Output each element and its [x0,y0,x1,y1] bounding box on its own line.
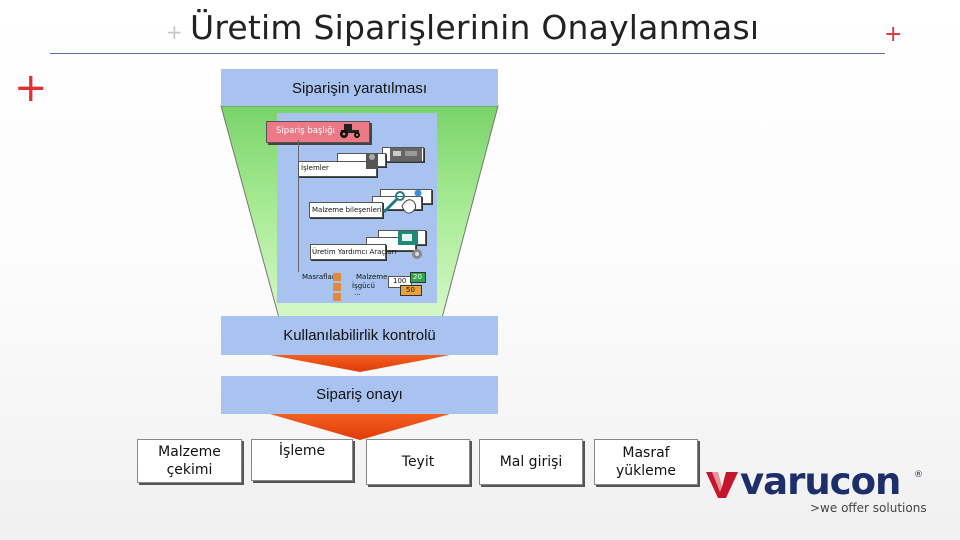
machine-icon [366,148,422,169]
step-goods-receipt: Mal girişi [479,439,583,485]
tractor-icon [340,124,360,138]
corner-plus-icon: + [884,22,903,47]
prt-card [310,244,386,260]
title-plus-icon: + [166,20,183,44]
stage-availability-check: Kullanılabilirlik kontrolü [221,316,498,355]
varucon-logo-mark-icon [706,472,738,498]
stage-order-creation: Siparişin yaratılması [221,69,498,106]
cost-labor-label: İşgücü [352,282,375,290]
logo-tagline: >we offer solutions [810,501,927,515]
tools-icon [382,189,422,214]
order-header-label: Sipariş başlığı [276,126,335,136]
cost-material-label: Malzeme [356,273,388,281]
components-card [309,202,383,218]
step-goods-issue: Malzeme çekimi [137,439,242,483]
cost-bar-green [410,272,426,283]
arrow-down-icon [270,355,450,372]
prt-label: Üretim Yardımcı Araçları [312,248,397,256]
slide-title: Üretim Siparişlerinin Onaylanması [190,8,760,47]
varucon-logo-text: varucon [740,460,901,503]
cost-bar-orange [400,285,422,296]
costs-label: Masraflar [302,273,335,281]
cost-more-label: ... [354,289,361,297]
large-plus-icon: + [14,65,48,111]
tree-connector [298,140,299,272]
step-cost-settlement: Masraf yükleme [594,439,698,485]
components-label: Malzeme bileşenleri [312,206,382,214]
cost-value-100: 100 [393,277,407,285]
stage-order-release: Sipariş onayı [221,376,498,414]
cost-marker [333,293,341,301]
step-confirmation: Teyit [366,439,470,485]
cost-marker [333,283,341,291]
title-divider [50,53,885,54]
cost-marker [333,273,341,281]
registered-mark: ® [914,470,923,480]
cost-value-50: 50 [406,286,415,294]
prt-tool-icon [398,231,422,259]
cost-value-20: 20 [413,273,422,281]
step-processing: İşleme [251,439,353,481]
arrow-down-icon [270,414,450,440]
operations-label: İşlemler [301,164,329,172]
